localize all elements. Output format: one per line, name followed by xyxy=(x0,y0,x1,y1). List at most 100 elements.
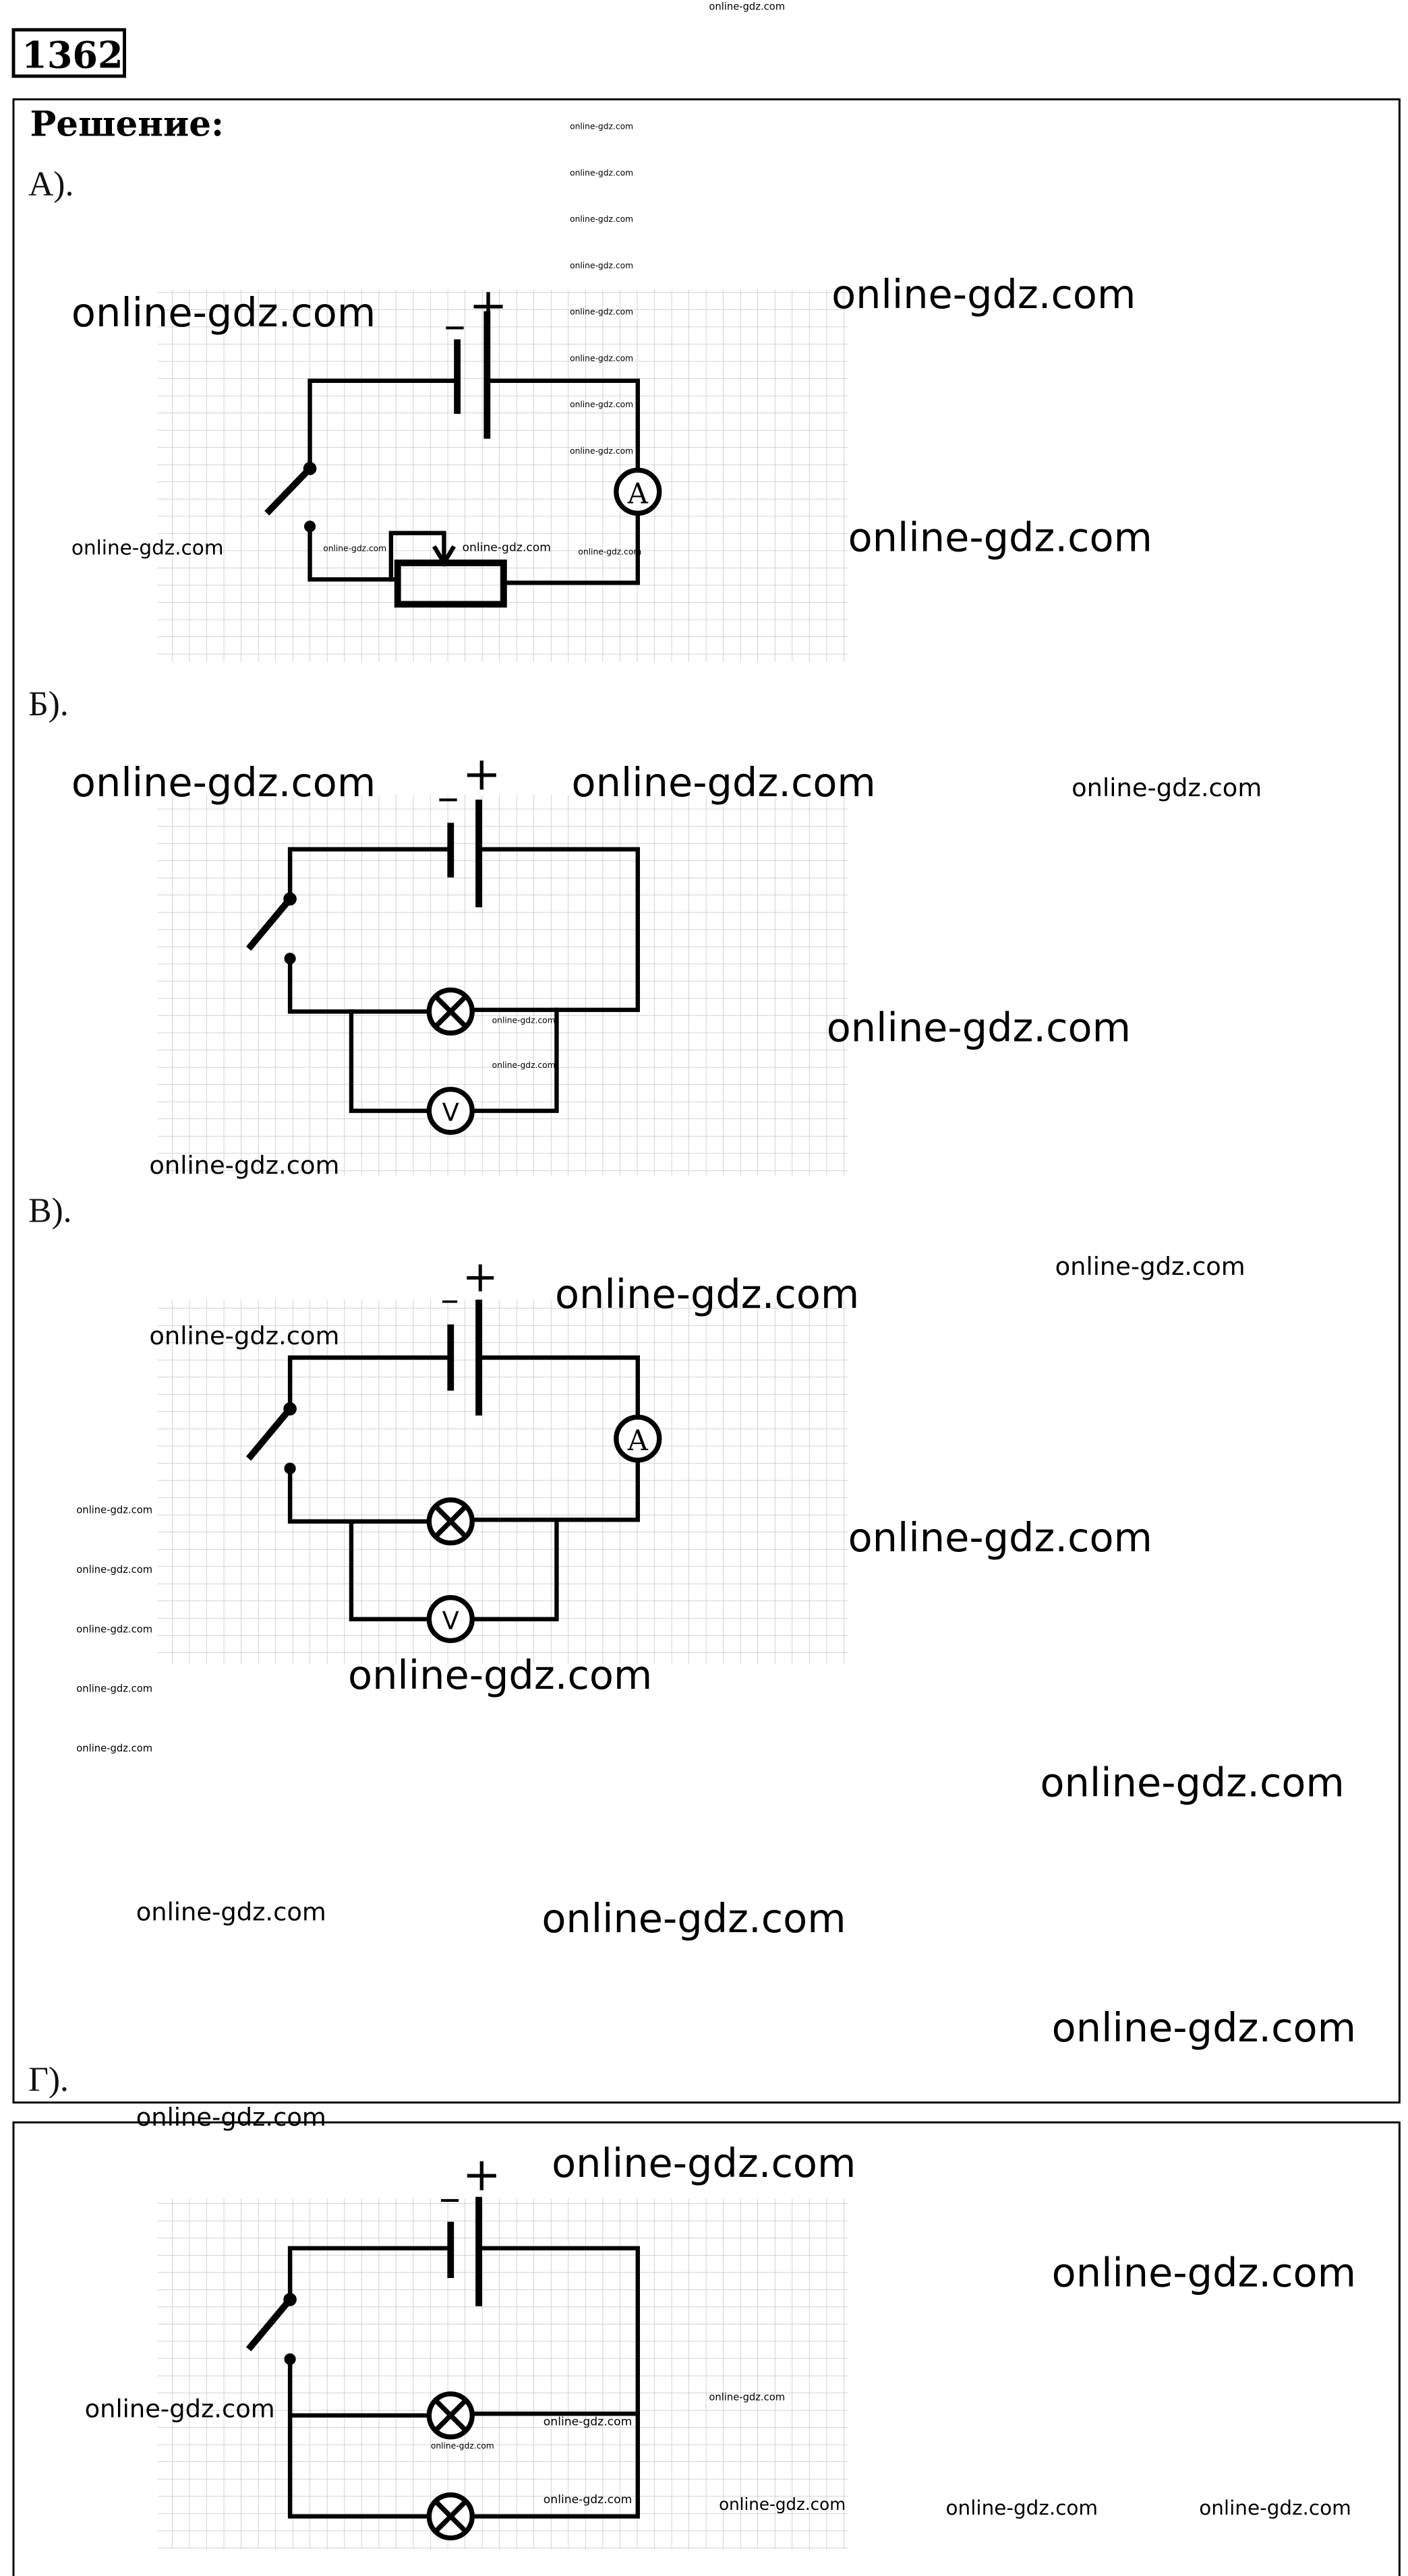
watermark-text: online-gdz.com xyxy=(76,1504,152,1516)
wire xyxy=(501,511,640,585)
grid-paper-b xyxy=(157,794,848,1176)
watermark-text: online-gdz.com xyxy=(709,1,785,13)
plus-sign: + xyxy=(462,2148,501,2202)
battery: – + xyxy=(439,2148,501,2306)
watermark-text: online-gdz.com xyxy=(323,544,386,553)
watermark-text: online-gdz.com xyxy=(719,2494,846,2514)
watermark-text: online-gdz.com xyxy=(492,1016,556,1025)
watermark-text: online-gdz.com xyxy=(1072,773,1262,802)
switch xyxy=(245,1402,297,1474)
plus-sign: + xyxy=(462,747,501,801)
watermark-text: online-gdz.com xyxy=(578,547,641,557)
plus-sign: + xyxy=(469,278,508,332)
watermark-text: online-gdz.com xyxy=(149,1321,339,1350)
wire xyxy=(485,378,640,473)
watermark-text: online-gdz.com xyxy=(1040,1759,1344,1805)
watermark-text: online-gdz.com xyxy=(544,2416,633,2429)
minus-sign: – xyxy=(441,1278,459,1320)
wire xyxy=(349,1518,559,1621)
part-a-label: А). xyxy=(28,165,74,204)
watermark-text: online-gdz.com xyxy=(827,1005,1131,1051)
watermark-text: online-gdz.com xyxy=(136,2103,326,2132)
watermark-text: online-gdz.com xyxy=(570,446,633,456)
watermark-text: online-gdz.com xyxy=(71,537,224,560)
minus-sign: – xyxy=(438,772,459,822)
watermark-text: online-gdz.com xyxy=(76,1564,152,1576)
watermark-text: online-gdz.com xyxy=(541,1895,846,1942)
voltmeter-symbol: V xyxy=(442,1098,459,1127)
watermark-text: online-gdz.com xyxy=(76,1623,152,1635)
solution-heading: Решение: xyxy=(30,104,225,144)
ammeter-symbol: A xyxy=(627,1424,649,1457)
watermark-text: online-gdz.com xyxy=(570,353,633,363)
watermark-text: online-gdz.com xyxy=(462,541,551,555)
wire xyxy=(307,378,460,471)
lamp xyxy=(426,987,475,1036)
part-b-label: Б). xyxy=(28,685,69,723)
circuit-a: – + A xyxy=(264,278,662,608)
part-g-label: Г). xyxy=(28,2060,69,2099)
minus-sign: – xyxy=(439,2173,461,2223)
solution-box-2 xyxy=(12,2121,1401,2576)
watermark-text: online-gdz.com xyxy=(570,261,633,270)
watermark-text: online-gdz.com xyxy=(492,1060,556,1070)
circuit-g: – + xyxy=(245,2148,640,2541)
grid-paper-g xyxy=(157,2198,848,2550)
wire xyxy=(287,847,453,901)
wire xyxy=(470,1458,640,1522)
wire xyxy=(287,1355,453,1411)
watermark-text: online-gdz.com xyxy=(831,271,1136,318)
switch xyxy=(245,892,297,965)
watermark-text: online-gdz.com xyxy=(570,122,633,131)
watermark-text: online-gdz.com xyxy=(570,214,633,224)
watermark-text: online-gdz.com xyxy=(570,307,633,317)
voltmeter: V xyxy=(426,1087,475,1135)
watermark-text: online-gdz.com xyxy=(848,514,1152,561)
circuit-v: – + A V xyxy=(245,1252,662,1644)
switch xyxy=(245,2293,297,2365)
watermark-text: online-gdz.com xyxy=(1199,2496,1351,2519)
watermark-text: online-gdz.com xyxy=(570,400,633,409)
part-v-label: В). xyxy=(28,1191,71,1230)
grid-paper-v xyxy=(157,1299,848,1664)
wire xyxy=(287,2357,432,2519)
watermark-text: online-gdz.com xyxy=(1052,2004,1356,2051)
watermark-text: online-gdz.com xyxy=(709,2392,785,2403)
wire xyxy=(307,524,400,582)
ammeter: A xyxy=(614,1414,662,1463)
circuit-b: – + V xyxy=(245,747,640,1135)
watermark-text: online-gdz.com xyxy=(71,289,376,336)
switch xyxy=(264,462,317,533)
rheostat xyxy=(388,531,507,608)
battery: – + xyxy=(438,747,501,907)
battery: – + xyxy=(444,278,508,439)
plus-sign: + xyxy=(462,1252,498,1302)
wire xyxy=(476,1355,640,1420)
problem-number: 1362 xyxy=(22,34,123,77)
watermark-text: online-gdz.com xyxy=(570,168,633,177)
wire xyxy=(287,1466,432,1524)
problem-number-box xyxy=(11,28,126,78)
watermark-text: online-gdz.com xyxy=(431,2441,494,2451)
solution-box xyxy=(12,98,1401,2104)
lamp xyxy=(426,2391,475,2440)
voltmeter: V xyxy=(426,1595,475,1644)
watermarks: online-gdz.com online-gdz.com online-gdz.c… xyxy=(71,1,1356,2519)
watermark-text: online-gdz.com xyxy=(544,2493,633,2507)
ammeter-symbol: A xyxy=(627,477,649,510)
watermark-text: online-gdz.com xyxy=(71,759,376,806)
wire xyxy=(287,956,432,1014)
watermark-text: online-gdz.com xyxy=(76,1743,152,1754)
watermark-text: online-gdz.com xyxy=(149,1151,339,1180)
watermark-text: online-gdz.com xyxy=(555,1271,859,1317)
watermark-text: online-gdz.com xyxy=(848,1514,1152,1561)
watermark-text: online-gdz.com xyxy=(1055,1252,1245,1281)
voltmeter-symbol: V xyxy=(442,1606,459,1635)
wire xyxy=(470,2246,640,2519)
watermark-text: online-gdz.com xyxy=(348,1652,652,1698)
wire xyxy=(349,1007,559,1113)
watermark-text: online-gdz.com xyxy=(946,2496,1098,2519)
watermark-text: online-gdz.com xyxy=(136,1898,326,1927)
